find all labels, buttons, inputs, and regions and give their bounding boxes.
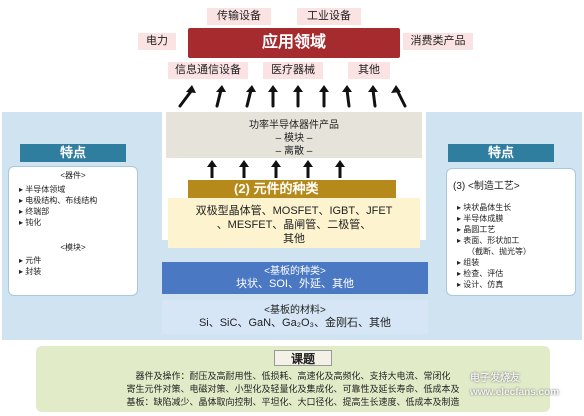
issues-box: 课题 器件及操作：耐压及高耐用性、低损耗、高速化及高频化、支持大电流、常闭化 寄…: [36, 346, 550, 412]
product-title: 功率半导体器件产品: [249, 120, 339, 131]
list-item: （截断、抛光等）: [467, 247, 531, 256]
left-list: ▸ 半导体领域 ▸ 电极结构、布线结构 ▸ 终端部 ▸ 钝化: [19, 184, 137, 228]
list-item: ▸ 电极结构、布线结构: [19, 196, 98, 205]
process-label: (3) <制造工艺>: [453, 181, 520, 192]
list-item: ▸ 半导体成膜: [457, 214, 504, 223]
right-feature-box: (3) <制造工艺> ▸ 块状晶体生长 ▸ 半导体成膜 ▸ 晶圆工艺 ▸ 表面、…: [446, 168, 576, 296]
app-info-comm: 信息通信设备: [168, 62, 248, 79]
left-feature-box: <器件> ▸ 半导体领域 ▸ 电极结构、布线结构 ▸ 终端部 ▸ 钝化 <模块>…: [8, 166, 138, 296]
substrate-material-box: <基板的材料> Si、SiC、GaN、Ga₂O₃、金刚石、其他: [162, 300, 428, 334]
arrow-up-icon: [345, 88, 351, 108]
arrow-up-icon: [395, 88, 407, 108]
substrate-material-body: Si、SiC、GaN、Ga₂O₃、金刚石、其他: [198, 317, 392, 329]
issues-title: 课题: [274, 350, 332, 366]
types-line1: 双极型晶体管、MOSFET、IGBT、JFET: [195, 205, 393, 217]
arrow-up-icon: [371, 88, 377, 108]
arrow-up-icon: [245, 88, 253, 108]
list-item: ▸ 设计、仿真: [457, 280, 504, 289]
device-label: <器件>: [60, 171, 86, 180]
issues-text: 器件及操作：耐压及高耐用性、低损耗、高速化及高频化、支持大电流、常闭化 寄生元件…: [36, 370, 550, 409]
list-item: ▸ 晶圆工艺: [457, 225, 496, 234]
types-line2: 、MESFET、晶闸管、二极管、: [216, 219, 372, 231]
product-discrete: – 离散 –: [275, 146, 313, 157]
app-medical: 医疗器械: [263, 62, 323, 79]
list-item: ▸ 组装: [457, 258, 480, 267]
up-arrows-top: [178, 85, 407, 108]
types-line3: 其他: [283, 233, 305, 245]
app-industrial: 工业设备: [297, 8, 361, 25]
list-item: ▸ 封装: [19, 267, 42, 276]
app-consumer: 消费类产品: [403, 33, 473, 50]
product-box: 功率半导体器件产品 – 模块 – – 离散 –: [166, 112, 422, 158]
issues-line1: 器件及操作：耐压及高耐用性、低损耗、高速化及高频化、支持大电流、常闭化: [135, 371, 451, 381]
left-feature-header: 特点: [20, 144, 126, 162]
substrate-type-title: <基板的种类>: [264, 266, 326, 277]
module-label: <模块>: [60, 243, 86, 252]
watermark: 电子发烧友 www.elecfans.com: [470, 373, 560, 398]
app-other: 其他: [348, 62, 390, 79]
types-box: 双极型晶体管、MOSFET、IGBT、JFET 、MESFET、晶闸管、二极管、…: [168, 198, 420, 248]
types-title: (2) 元件的种类: [188, 180, 396, 198]
list-item: ▸ 表面、形状加工: [457, 236, 520, 245]
list-item: ▸ 终端部: [19, 207, 50, 216]
list-item: ▸ 检查、评估: [457, 269, 504, 278]
process-list: ▸ 块状晶体生长 ▸ 半导体成膜 ▸ 晶圆工艺 ▸ 表面、形状加工 （截断、抛光…: [457, 202, 575, 290]
application-field-title: 应用领域: [188, 28, 400, 58]
list-item: ▸ 块状晶体生长: [457, 203, 512, 212]
substrate-type-box: <基板的种类> 块状、SOI、外延、其他: [162, 262, 428, 294]
list-item: ▸ 元件: [19, 256, 42, 265]
module-list: ▸ 元件 ▸ 封装: [19, 255, 137, 277]
issues-line3: 基板：缺陷减少、晶体取向控制、平坦化、大口径化、提高生长速度、低成本及制造: [126, 397, 460, 407]
issues-line2: 寄生元件对策、电磁对策、小型化及轻量化及集成化、可靠性及延长寿命、低成本及: [126, 384, 460, 394]
arrow-up-icon: [215, 88, 223, 108]
substrate-type-body: 块状、SOI、外延、其他: [236, 278, 354, 290]
product-module: – 模块 –: [275, 133, 313, 144]
list-item: ▸ 钝化: [19, 218, 42, 227]
app-transmission: 传输设备: [207, 8, 271, 25]
substrate-material-title: <基板的材料>: [264, 305, 326, 316]
up-arrows-middle: [207, 160, 345, 178]
app-power: 电力: [138, 33, 176, 50]
list-item: ▸ 半导体领域: [19, 185, 66, 194]
arrow-up-left-icon: [178, 88, 194, 108]
right-feature-header: 特点: [448, 144, 554, 162]
